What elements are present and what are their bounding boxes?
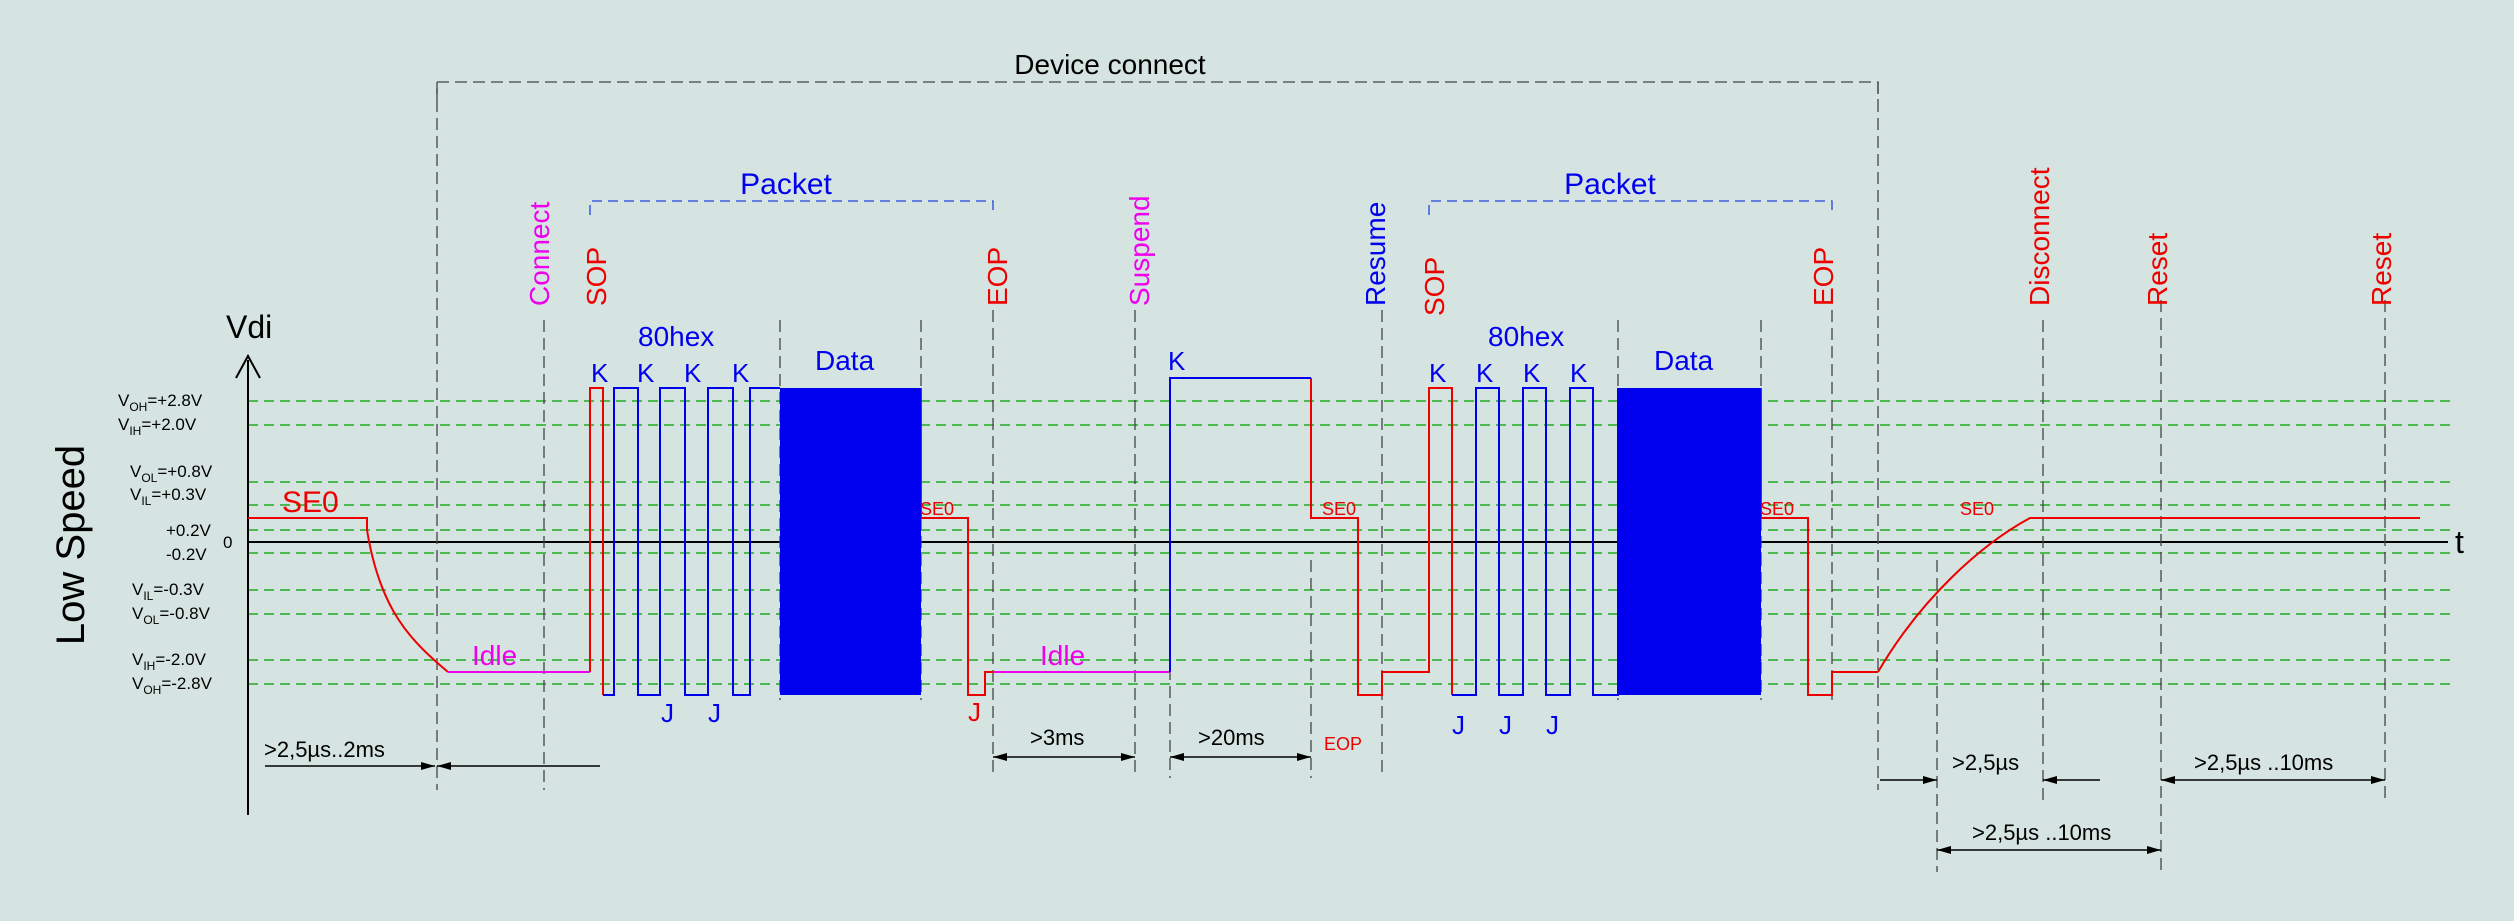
- j-label: J: [1499, 710, 1512, 740]
- level-labels: VOH=+2.8V VIH=+2.0V VOL=+0.8V VIL=+0.3V …: [118, 391, 232, 697]
- packet-label-2: Packet: [1564, 168, 1656, 201]
- k-labels: K K K K K K K K K: [591, 346, 1588, 388]
- se0-label-initial: SE0: [282, 486, 339, 519]
- timing-dimensions: [265, 753, 2385, 854]
- speed-label: Low Speed: [49, 445, 93, 645]
- sync-1-blue-trace: [603, 387, 780, 696]
- k-label: K: [1168, 346, 1186, 376]
- se0-label-resume: SE0: [1322, 499, 1356, 519]
- sync-label-2: 80hex: [1488, 321, 1564, 352]
- eop-label-resume: EOP: [1324, 734, 1362, 754]
- k-label: K: [1523, 358, 1541, 388]
- reset-label-1: Reset: [2142, 233, 2173, 306]
- connect-label: Connect: [524, 201, 555, 306]
- j-label: J: [661, 698, 674, 728]
- data-label-1: Data: [815, 345, 875, 376]
- waveform-blue: [603, 377, 1619, 696]
- label-voh-pos: VOH=+2.8V: [118, 391, 203, 414]
- k-label: K: [637, 358, 655, 388]
- resume-red-trace: [1310, 378, 1453, 696]
- data-label-2: Data: [1654, 345, 1714, 376]
- device-connect-label: Device connect: [1014, 49, 1206, 80]
- timing-label-3: >20ms: [1198, 725, 1265, 750]
- label-minus02: -0.2V: [166, 545, 207, 564]
- sync-label-1: 80hex: [638, 321, 714, 352]
- idle-label-1: Idle: [472, 640, 517, 671]
- j-labels: J J J J J: [661, 698, 1559, 740]
- label-vih-neg: VIH=-2.0V: [132, 650, 207, 673]
- suspend-k-trace: [1169, 377, 1311, 672]
- se0-label-eop-2: SE0: [1760, 499, 1794, 519]
- sync-2-blue-trace: [1452, 387, 1619, 696]
- sop-label-1: SOP: [581, 247, 612, 306]
- eop-label-1: EOP: [982, 247, 1013, 306]
- label-vol-pos: VOL=+0.8V: [130, 462, 213, 485]
- disconnect-red-trace: [1877, 517, 2420, 673]
- packet-label-1: Packet: [740, 168, 832, 201]
- y-axis-arrow: [235, 353, 261, 379]
- se0-initial-red-trace: [248, 517, 449, 673]
- j-label: J: [1452, 710, 1465, 740]
- label-vil-pos: VIL=+0.3V: [130, 485, 207, 508]
- suspend-label: Suspend: [1124, 195, 1155, 306]
- timing-label-4: >2,5µs: [1952, 750, 2019, 775]
- k-label: K: [1429, 358, 1447, 388]
- label-vil-neg: VIL=-0.3V: [132, 580, 205, 603]
- label-plus02: +0.2V: [166, 521, 212, 540]
- label-zero: 0: [223, 533, 232, 552]
- disconnect-label: Disconnect: [2024, 167, 2055, 306]
- k-label: K: [684, 358, 702, 388]
- x-axis-title: t: [2455, 524, 2464, 560]
- label-vol-neg: VOL=-0.8V: [132, 604, 211, 627]
- k-label: K: [591, 358, 609, 388]
- timing-label-1: >2,5µs..2ms: [264, 737, 385, 762]
- k-label: K: [732, 358, 750, 388]
- j-label: J: [708, 698, 721, 728]
- timing-label-5: >2,5µs ..10ms: [2194, 750, 2333, 775]
- se0-label-disconnect: SE0: [1960, 499, 1994, 519]
- timing-labels: >2,5µs..2ms >3ms >20ms >2,5µs >2,5µs ..1…: [264, 725, 2333, 845]
- data-block-1: [780, 388, 921, 695]
- k-label: K: [1570, 358, 1588, 388]
- state-labels: SE0 Idle Idle SE0 SE0 SE0 SE0 EOP J 80he…: [282, 321, 1994, 754]
- idle-label-2: Idle: [1040, 640, 1085, 671]
- device-connect-bracket: [436, 81, 1879, 100]
- j-label: J: [1546, 710, 1559, 740]
- k-label: K: [1476, 358, 1494, 388]
- eop-label-2: EOP: [1808, 247, 1839, 306]
- label-voh-neg: VOH=-2.8V: [132, 674, 213, 697]
- timing-label-6: >2,5µs ..10ms: [1972, 820, 2111, 845]
- j-label-eop-1: J: [968, 697, 981, 727]
- packet-bracket-1: [589, 200, 994, 215]
- se0-label-eop-1: SE0: [920, 499, 954, 519]
- label-vih-pos: VIH=+2.0V: [118, 415, 197, 438]
- packet-bracket-2: [1428, 200, 1833, 215]
- timing-label-2: >3ms: [1030, 725, 1084, 750]
- resume-label: Resume: [1360, 202, 1391, 306]
- sop-label-2: SOP: [1419, 257, 1450, 316]
- event-labels: Connect SOP EOP Suspend Resume SOP EOP D…: [524, 167, 2397, 316]
- sop-red-trace: [589, 387, 604, 695]
- data-block-2: [1618, 388, 1761, 695]
- reset-label-2: Reset: [2366, 233, 2397, 306]
- y-axis-title: Vdi: [226, 309, 272, 345]
